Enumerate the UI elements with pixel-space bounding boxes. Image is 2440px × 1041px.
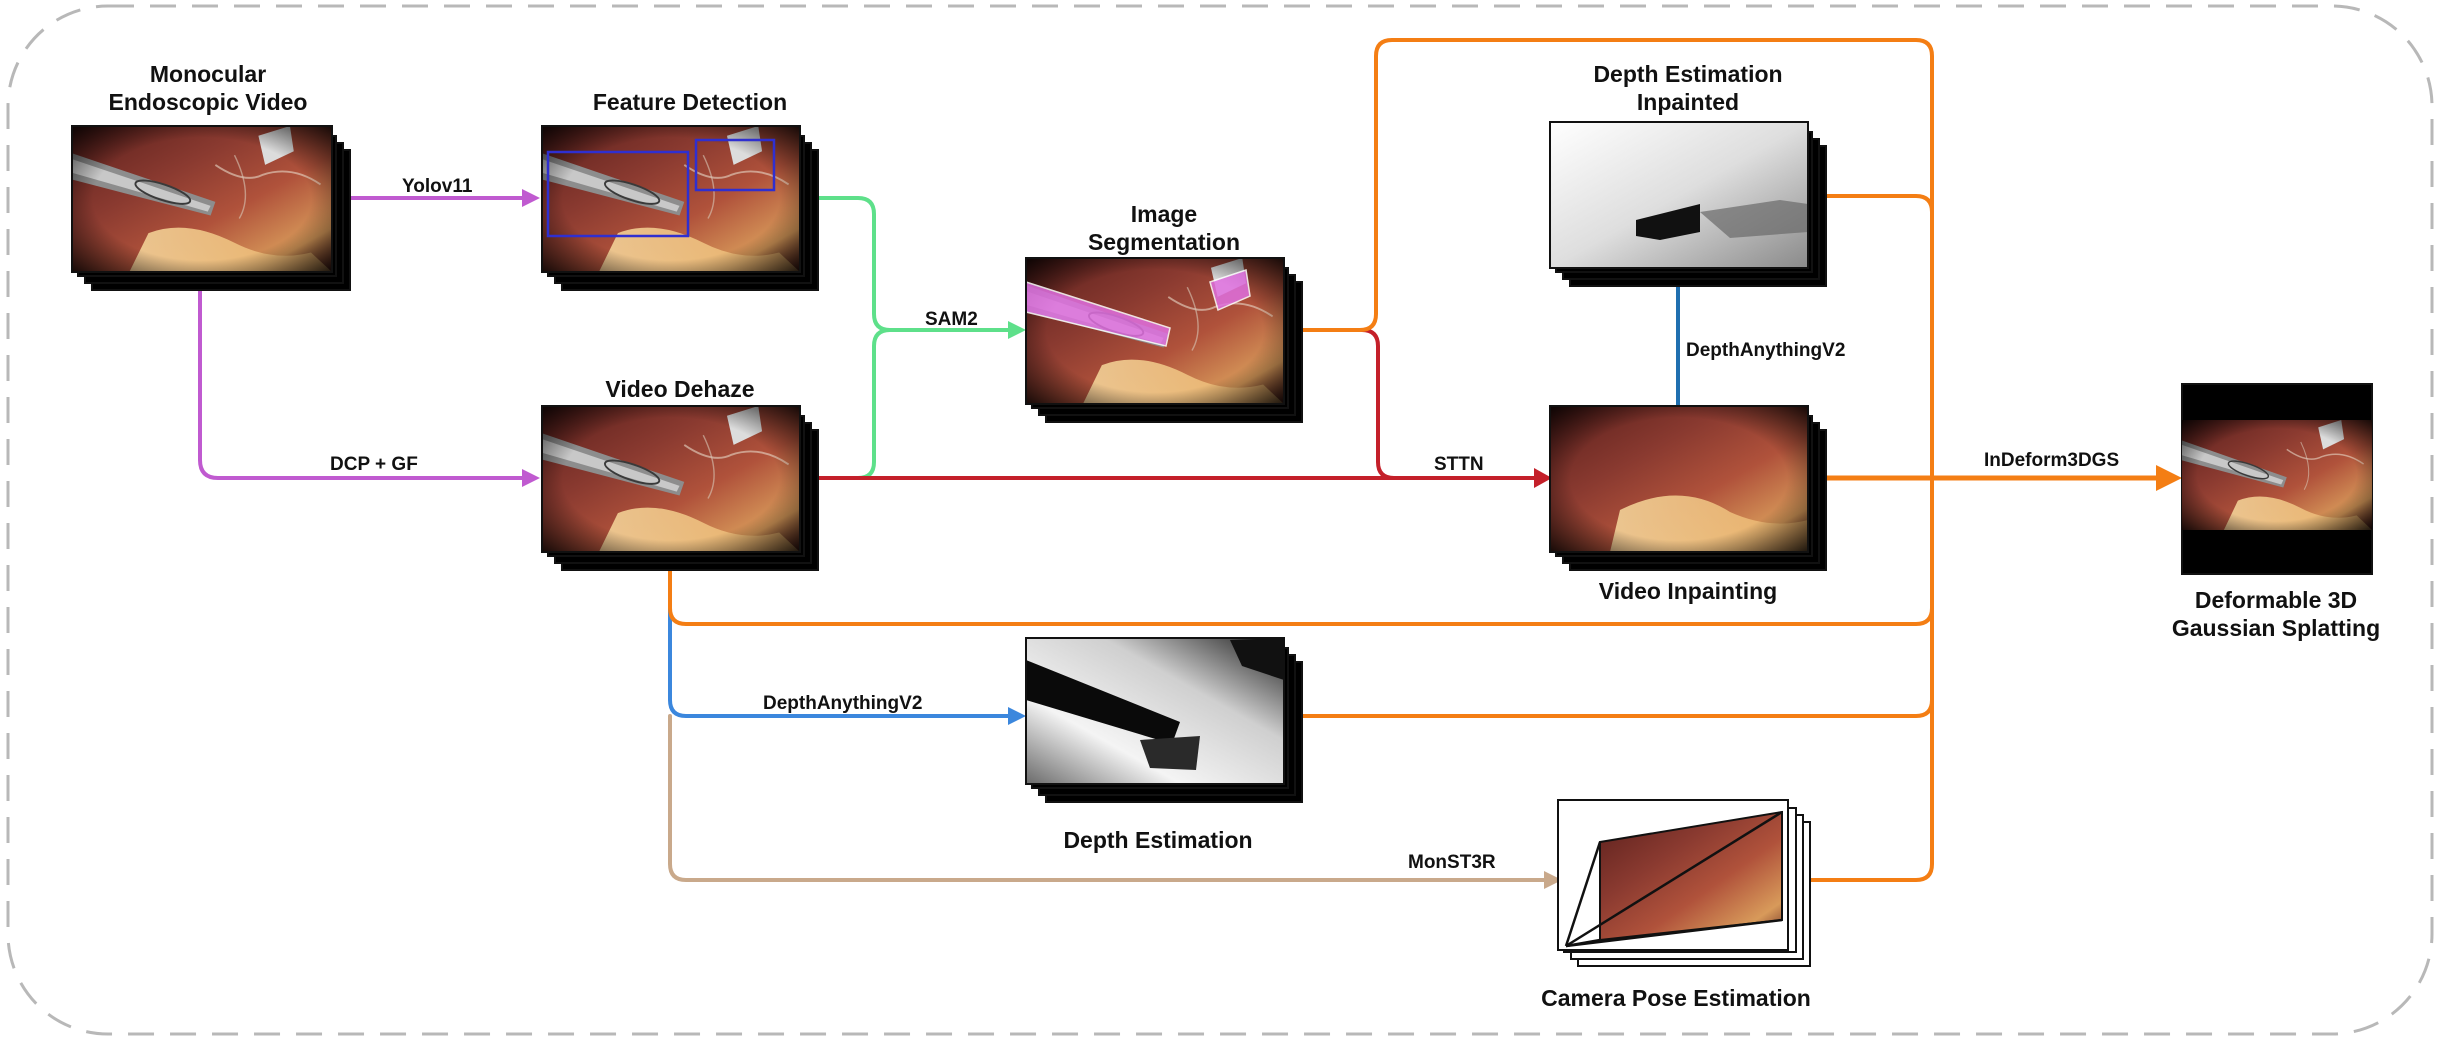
- image-segmentation-title-line2: Segmentation: [1088, 229, 1240, 255]
- image-segmentation-stack: [1025, 257, 1303, 423]
- edge-sttn-from-segmentation: [1288, 328, 1396, 480]
- depth-inpainted-title-line2: Inpainted: [1637, 89, 1739, 115]
- camera-pose-image-plane: [1600, 812, 1782, 940]
- arrowheads: [522, 189, 2182, 889]
- image-segmentation-title-line1: Image: [1131, 201, 1197, 227]
- edge-orange-depth-inpainted: [1818, 194, 1934, 214]
- depth-estimation-stack: [1025, 637, 1303, 803]
- video-inpainting-title: Video Inpainting: [1599, 578, 1777, 604]
- edge-orange-camera: [1788, 476, 1934, 882]
- input-video-stack: [71, 125, 351, 291]
- camera-pose-title: Camera Pose Estimation: [1541, 985, 1811, 1011]
- feature-detection-title: Feature Detection: [593, 89, 787, 115]
- label-indeform: InDeform3DGS: [1984, 450, 2119, 471]
- output-render: [2181, 383, 2373, 575]
- camera-pose-stack: [1557, 799, 1811, 967]
- edge-orange-segmentation: [1288, 38, 1934, 480]
- video-inpainting-stack: [1549, 405, 1827, 571]
- input-video-title-line1: Monocular: [150, 61, 266, 87]
- video-dehaze-title: Video Dehaze: [605, 376, 754, 402]
- video-dehaze-stack: [541, 405, 819, 571]
- label-dcp-gf: DCP + GF: [330, 454, 418, 475]
- segmentation-mask-tool: [1209, 269, 1251, 312]
- bbox-tool: [694, 138, 776, 192]
- edge-depth-estimation: [668, 548, 1014, 718]
- edge-sam2-from-dehaze: [828, 328, 892, 480]
- label-depth-anything-bottom: DepthAnythingV2: [763, 693, 922, 714]
- label-monst3r: MonST3R: [1408, 852, 1496, 873]
- dashed-border: [6, 4, 2434, 1036]
- output-title-line1: Deformable 3D: [2195, 587, 2357, 613]
- edge-dcp-gf: [198, 273, 536, 480]
- depth-estimation-title: Depth Estimation: [1063, 827, 1252, 853]
- depth-inpainted-title-line1: Depth Estimation: [1593, 61, 1782, 87]
- label-depth-anything-top: DepthAnythingV2: [1686, 340, 1845, 361]
- depth-inpainted-stack: [1549, 121, 1827, 287]
- input-video-title-line2: Endoscopic Video: [109, 89, 308, 115]
- feature-detection-stack: [541, 125, 819, 291]
- label-sttn: STTN: [1434, 454, 1484, 475]
- edge-sam2-from-feature: [796, 196, 1014, 332]
- label-yolo: Yolov11: [402, 176, 473, 197]
- label-sam2: SAM2: [925, 309, 978, 330]
- bbox-instrument: [546, 150, 690, 238]
- output-title-line2: Gaussian Splatting: [2172, 615, 2380, 641]
- edge-monst3r: [668, 714, 1550, 882]
